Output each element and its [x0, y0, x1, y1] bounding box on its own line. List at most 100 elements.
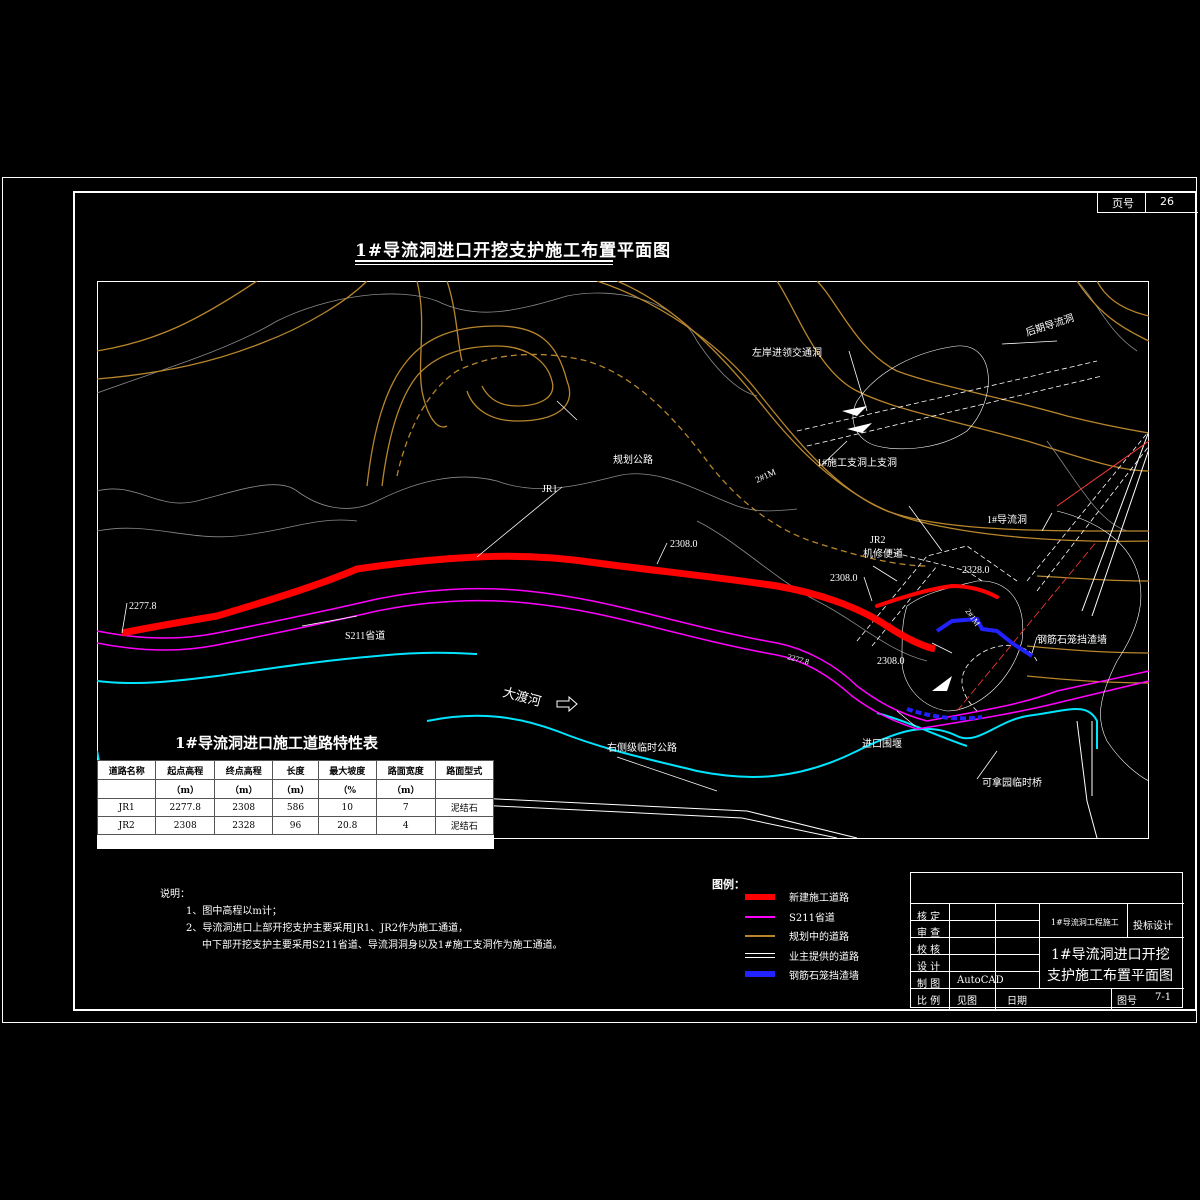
- title-underline: [355, 260, 613, 262]
- legend-label: 钢筋石笼挡渣墙: [789, 971, 859, 982]
- excavation-outlines: [852, 345, 1149, 782]
- cell-end-elev: 2308: [213, 798, 274, 817]
- label-jr1: JR1: [542, 484, 558, 495]
- gabion-wall-upper: [935, 617, 1034, 658]
- tb-ref: 见图: [957, 996, 977, 1007]
- label-right-bank-road: 右侧级临时公路: [607, 741, 677, 754]
- table-row: JR1 2277.8 2308 586 10 7 泥结石: [96, 798, 494, 817]
- cell-start-elev: 2277.8: [155, 798, 215, 817]
- tb-row-approve: 核 定: [917, 912, 941, 923]
- cell-surface: 泥结石: [434, 798, 494, 817]
- terrain-lines: [97, 281, 1138, 662]
- label-elev-s211: 2277.8: [786, 652, 810, 666]
- label-s211: S211省道: [345, 629, 385, 642]
- legend-label: 规划中的道路: [789, 932, 849, 943]
- note-item-1: 1、图中高程以m计；: [186, 906, 282, 917]
- planned-road: [396, 353, 928, 567]
- unit-start-elev: （m）: [155, 779, 215, 799]
- tb-row-review: 审 查: [917, 928, 941, 939]
- unit-surface: [434, 779, 494, 799]
- label-elev-2308-a: 2308.0: [670, 539, 698, 550]
- label-jr2: JR2: [870, 535, 886, 546]
- unit-width: （m）: [376, 779, 436, 799]
- label-left-bank-tunnel: 左岸进领交通洞: [752, 346, 822, 359]
- legend-heading: 图例：: [712, 878, 745, 891]
- label-adit-upper: 1#施工支洞上支洞: [817, 456, 897, 469]
- legend-swatch-white-bottom: [745, 957, 775, 958]
- note-item-2: 2、导流洞进口上部开挖支护主要采用JR1、JR2作为施工通道，: [186, 923, 469, 934]
- table-header-row: 道路名称 起点高程 终点高程 长度 最大坡度 路面宽度 路面型式: [96, 760, 494, 780]
- cell-surface: 泥结石: [434, 816, 494, 835]
- cell-start-elev: 2308: [155, 816, 215, 835]
- label-elev-2308-b: 2308.0: [830, 573, 858, 584]
- label-gabion-wall: 钢筋石笼挡渣墙: [1037, 633, 1107, 646]
- unit-max-grade: （%: [317, 779, 378, 799]
- tb-drawing-title-2: 支护施工布置平面图: [1047, 968, 1173, 984]
- tb-drawing-title-1: 1#导流洞进口开挖: [1051, 947, 1170, 963]
- cell-road-name: JR2: [96, 816, 157, 835]
- label-elev-2328: 2328.0: [962, 565, 990, 576]
- tb-stage: 投标设计: [1133, 921, 1173, 932]
- page-number-box: 页号 26: [1097, 192, 1198, 213]
- legend-swatch-white-top: [745, 953, 775, 954]
- tb-row-scale: 比 例: [917, 996, 941, 1007]
- table-unit-row: （m） （m） （m） （% （m）: [96, 779, 494, 799]
- label-tunnel-1: 1#导流洞: [987, 513, 1027, 526]
- title-block: 核 定 审 查 校 核 设 计 制 图 比 例 AutoCAD 见图 日期 1#…: [910, 872, 1184, 1009]
- cell-length: 96: [272, 816, 319, 835]
- legend-swatch-brown: [745, 935, 775, 937]
- notes-block: 说明： 1、图中高程以m计； 2、导流洞进口上部开挖支护主要采用JR1、JR2作…: [160, 886, 563, 954]
- tunnel-portal-icons: [842, 406, 952, 691]
- label-bypass: 机修便道: [863, 547, 903, 560]
- unit-end-elev: （m）: [213, 779, 274, 799]
- title-underline-thin: [355, 264, 613, 265]
- leader-lines: [121, 340, 1058, 792]
- header-length: 长度: [272, 760, 319, 780]
- river-flow-arrow-icon: [556, 695, 578, 713]
- site-plan-map: 左岸进领交通洞 规划公路 后期导流洞 1#施工支洞上支洞 1#导流洞 JR1 J…: [97, 281, 1149, 839]
- header-start-elev: 起点高程: [155, 760, 215, 780]
- tb-project: 1#导流洞工程施工: [1051, 918, 1119, 927]
- drawing-title: 1#导流洞进口开挖支护施工布置平面图: [355, 241, 672, 261]
- legend-label: 新建施工道路: [789, 893, 849, 904]
- table-empty-row: [98, 835, 494, 850]
- cell-length: 586: [272, 798, 319, 817]
- unit-length: （m）: [272, 779, 319, 799]
- label-bridge: 可拿园临时桥: [982, 776, 1042, 789]
- label-tunnel-mark: 2#1M: [754, 467, 778, 485]
- header-end-elev: 终点高程: [213, 760, 274, 780]
- table-row: JR2 2308 2328 96 20.8 4 泥结石: [96, 816, 494, 835]
- map-border: [97, 281, 1149, 839]
- label-planned-road: 规划公路: [613, 453, 653, 466]
- map-labels: 左岸进领交通洞 规划公路 后期导流洞 1#施工支洞上支洞 1#导流洞 JR1 J…: [129, 311, 1107, 789]
- notes-heading: 说明：: [160, 889, 190, 900]
- cell-max-grade: 20.8: [317, 816, 378, 835]
- label-cofferdam: 进口围堰: [862, 738, 902, 750]
- cell-road-name: JR1: [96, 798, 157, 817]
- tb-row-draft: 制 图: [917, 979, 941, 990]
- tb-drawing-no-label: 图号: [1117, 996, 1137, 1007]
- tb-row-design: 设 计: [917, 962, 941, 973]
- page-number: 26: [1160, 195, 1174, 208]
- label-river: 大渡河: [501, 684, 543, 709]
- s211-road: [97, 587, 1149, 730]
- note-item-3: 中下部开挖支护主要采用S211省道、导流洞洞身以及1#施工支洞作为施工通道。: [202, 940, 563, 951]
- legend-label: S211省道: [789, 913, 835, 924]
- road-table-title: 1#导流洞进口施工道路特性表: [175, 734, 379, 752]
- legend-label: 业主提供的道路: [789, 952, 859, 963]
- gabion-wall-lower: [906, 707, 983, 721]
- tb-date: 日期: [1007, 996, 1027, 1007]
- unit-road-name: [96, 779, 157, 799]
- label-tailrace-tunnel: 后期导流洞: [1024, 311, 1076, 339]
- tunnel-axis-red: [1056, 440, 1149, 507]
- tb-row-check: 校 核: [917, 945, 941, 956]
- cell-max-grade: 10: [317, 798, 378, 817]
- header-max-grade: 最大坡度: [317, 760, 378, 780]
- legend-swatch-red: [745, 894, 775, 900]
- cell-width: 4: [376, 816, 436, 835]
- label-elev-2308-c: 2308.0: [877, 656, 905, 667]
- jr1-road: [121, 552, 936, 653]
- tb-software: AutoCAD: [957, 975, 1004, 986]
- road-properties-table: 道路名称 起点高程 终点高程 长度 最大坡度 路面宽度 路面型式 （m） （m）…: [96, 760, 494, 850]
- contour-lines: [97, 281, 1149, 684]
